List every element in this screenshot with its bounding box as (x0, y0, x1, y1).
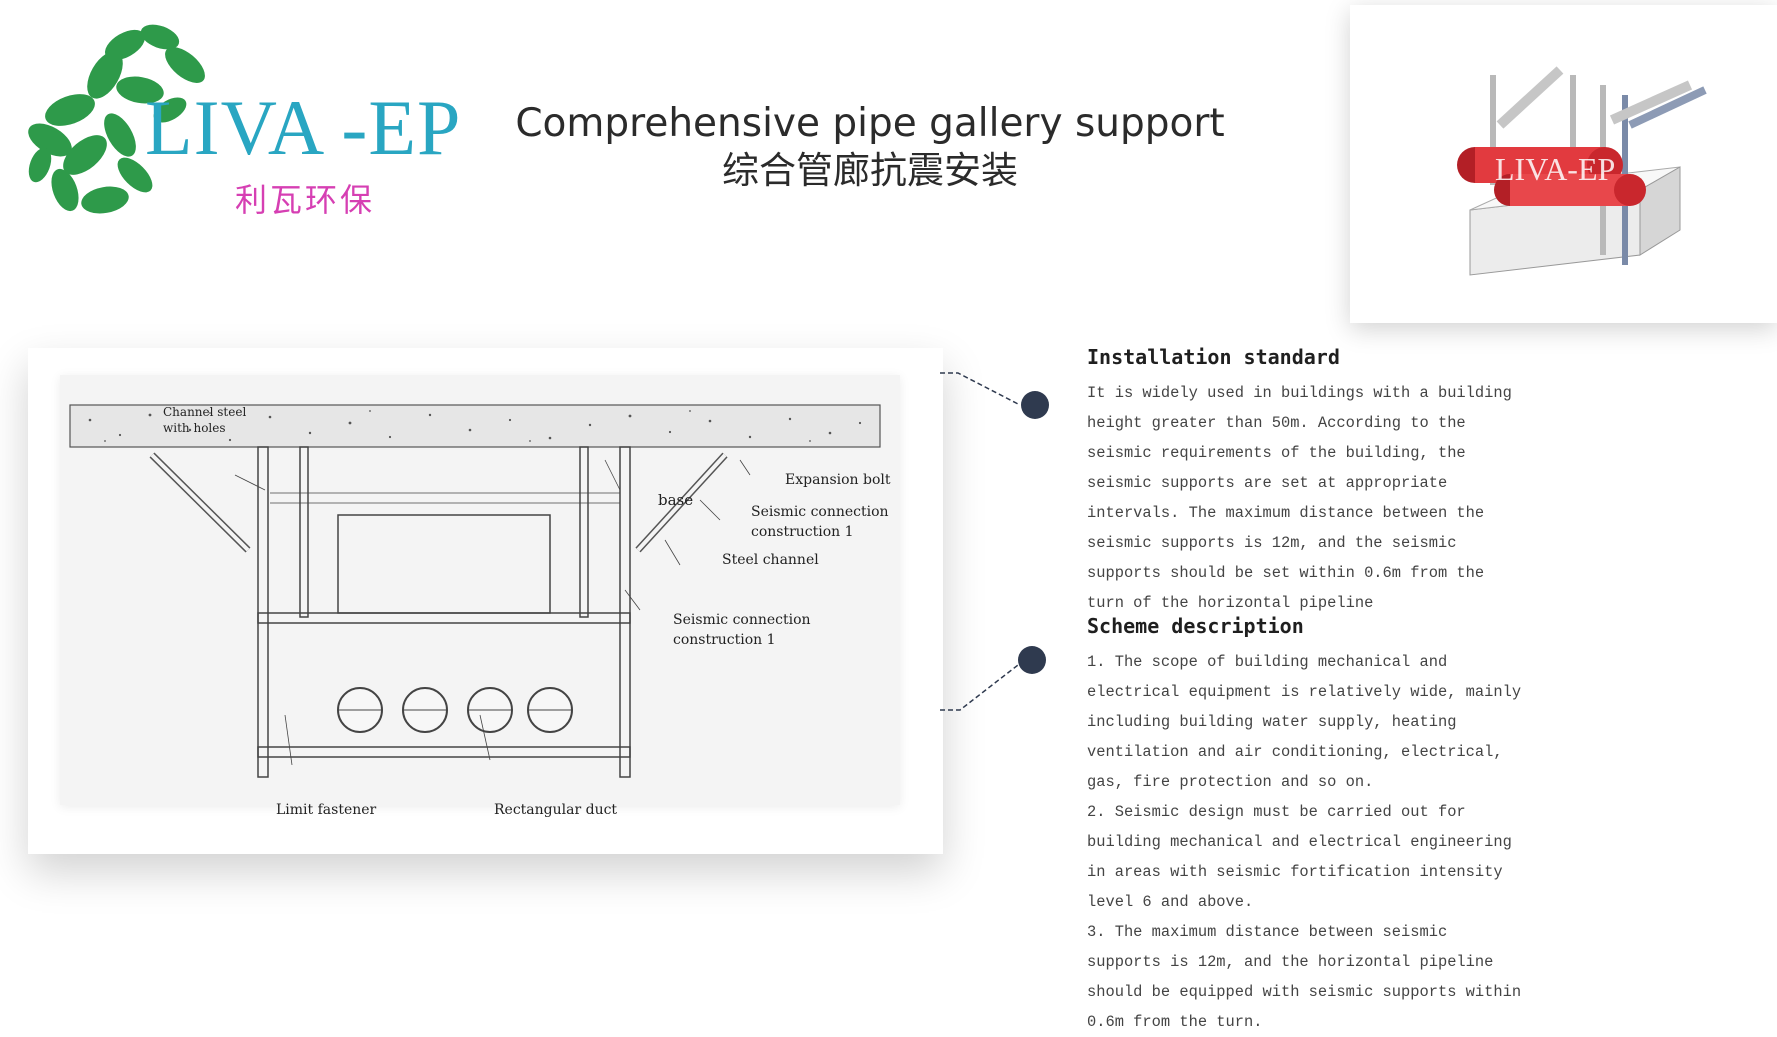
section-connector-lines (940, 372, 1049, 711)
section-body-installation-standard: It is widely used in buildings with a bu… (1087, 384, 1512, 612)
page-title-english: Comprehensive pipe gallery support (515, 101, 1225, 146)
section-title-scheme-description: Scheme description (1087, 614, 1304, 638)
section-marker-dot (1018, 646, 1046, 674)
diagram-card: Channel steel with holes base Expansion … (28, 348, 943, 854)
section-marker-dot (1021, 391, 1049, 419)
section-title-installation-standard: Installation standard (1087, 345, 1340, 369)
page-title-chinese: 综合管廊抗震安装 (722, 149, 1018, 192)
label-seismic-connection-lower: Seismic connection construction 1 (673, 612, 811, 648)
logo-chinese-name: 利瓦环保 (235, 181, 376, 219)
product-watermark: LIVA-EP (1495, 151, 1615, 187)
label-limit-fastener: Limit fastener (276, 802, 377, 818)
label-base: base (658, 491, 694, 509)
label-expansion-bolt: Expansion bolt (785, 472, 891, 488)
pipe-gallery-support-drawing (69, 404, 881, 778)
label-channel-steel: Channel steel with holes (163, 405, 247, 435)
seismic-support-product-icon: LIVA-EP (1457, 66, 1707, 276)
support-diagram (60, 375, 900, 805)
logo-wordmark: LIVA -EP (145, 84, 462, 171)
product-image: LIVA-EP (1350, 5, 1777, 323)
label-steel-channel: Steel channel (722, 552, 819, 568)
label-rectangular-duct: Rectangular duct (494, 802, 618, 818)
leaf-cluster-icon (28, 24, 205, 214)
section-body-scheme-description: 1. The scope of building mechanical and … (1087, 653, 1522, 1031)
page-title: Comprehensive pipe gallery support 综合管廊抗… (500, 100, 1240, 194)
label-seismic-connection-upper: Seismic connection construction 1 (751, 504, 889, 540)
company-logo: LIVA -EP 利瓦环保 (10, 15, 470, 235)
